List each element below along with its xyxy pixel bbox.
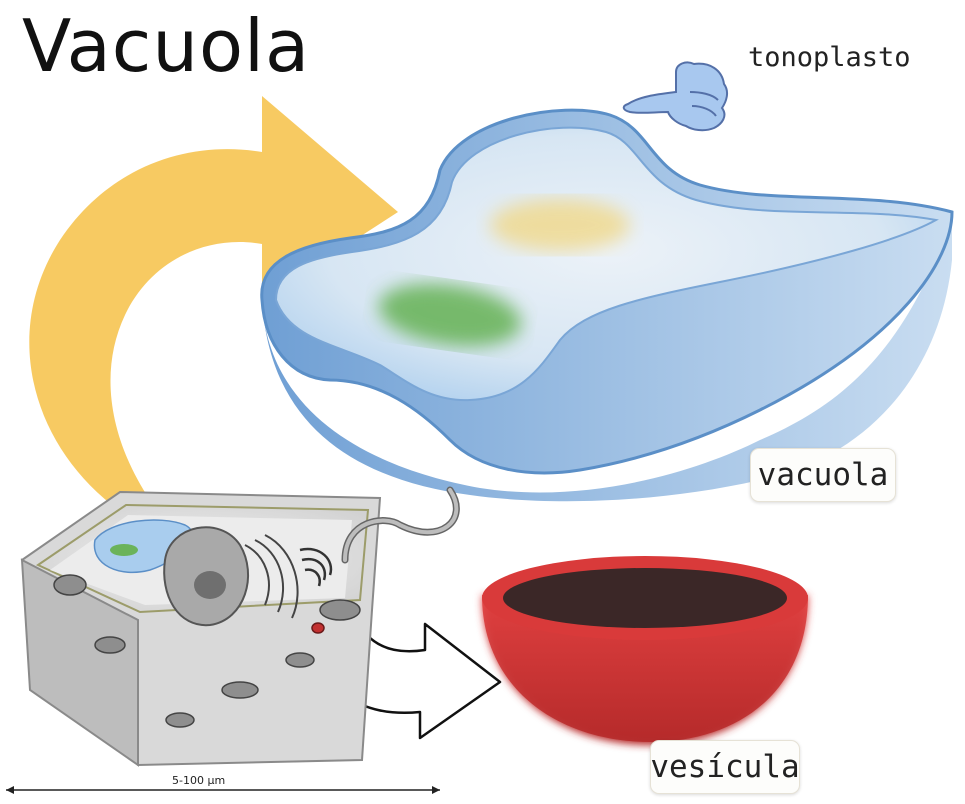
- vacuole-illustration: [262, 110, 952, 501]
- scale-bar-label: 5-100 µm: [172, 774, 225, 787]
- plant-cell-illustration: [22, 490, 456, 765]
- label-vesicula: vesícula: [650, 740, 800, 794]
- label-vacuola: vacuola: [750, 448, 896, 502]
- scale-bar: [6, 786, 440, 794]
- page-title: Vacuola: [22, 4, 310, 88]
- vesicle-illustration: [482, 556, 808, 745]
- pointing-hand-icon: [624, 62, 727, 130]
- label-tonoplasto: tonoplasto: [748, 42, 911, 73]
